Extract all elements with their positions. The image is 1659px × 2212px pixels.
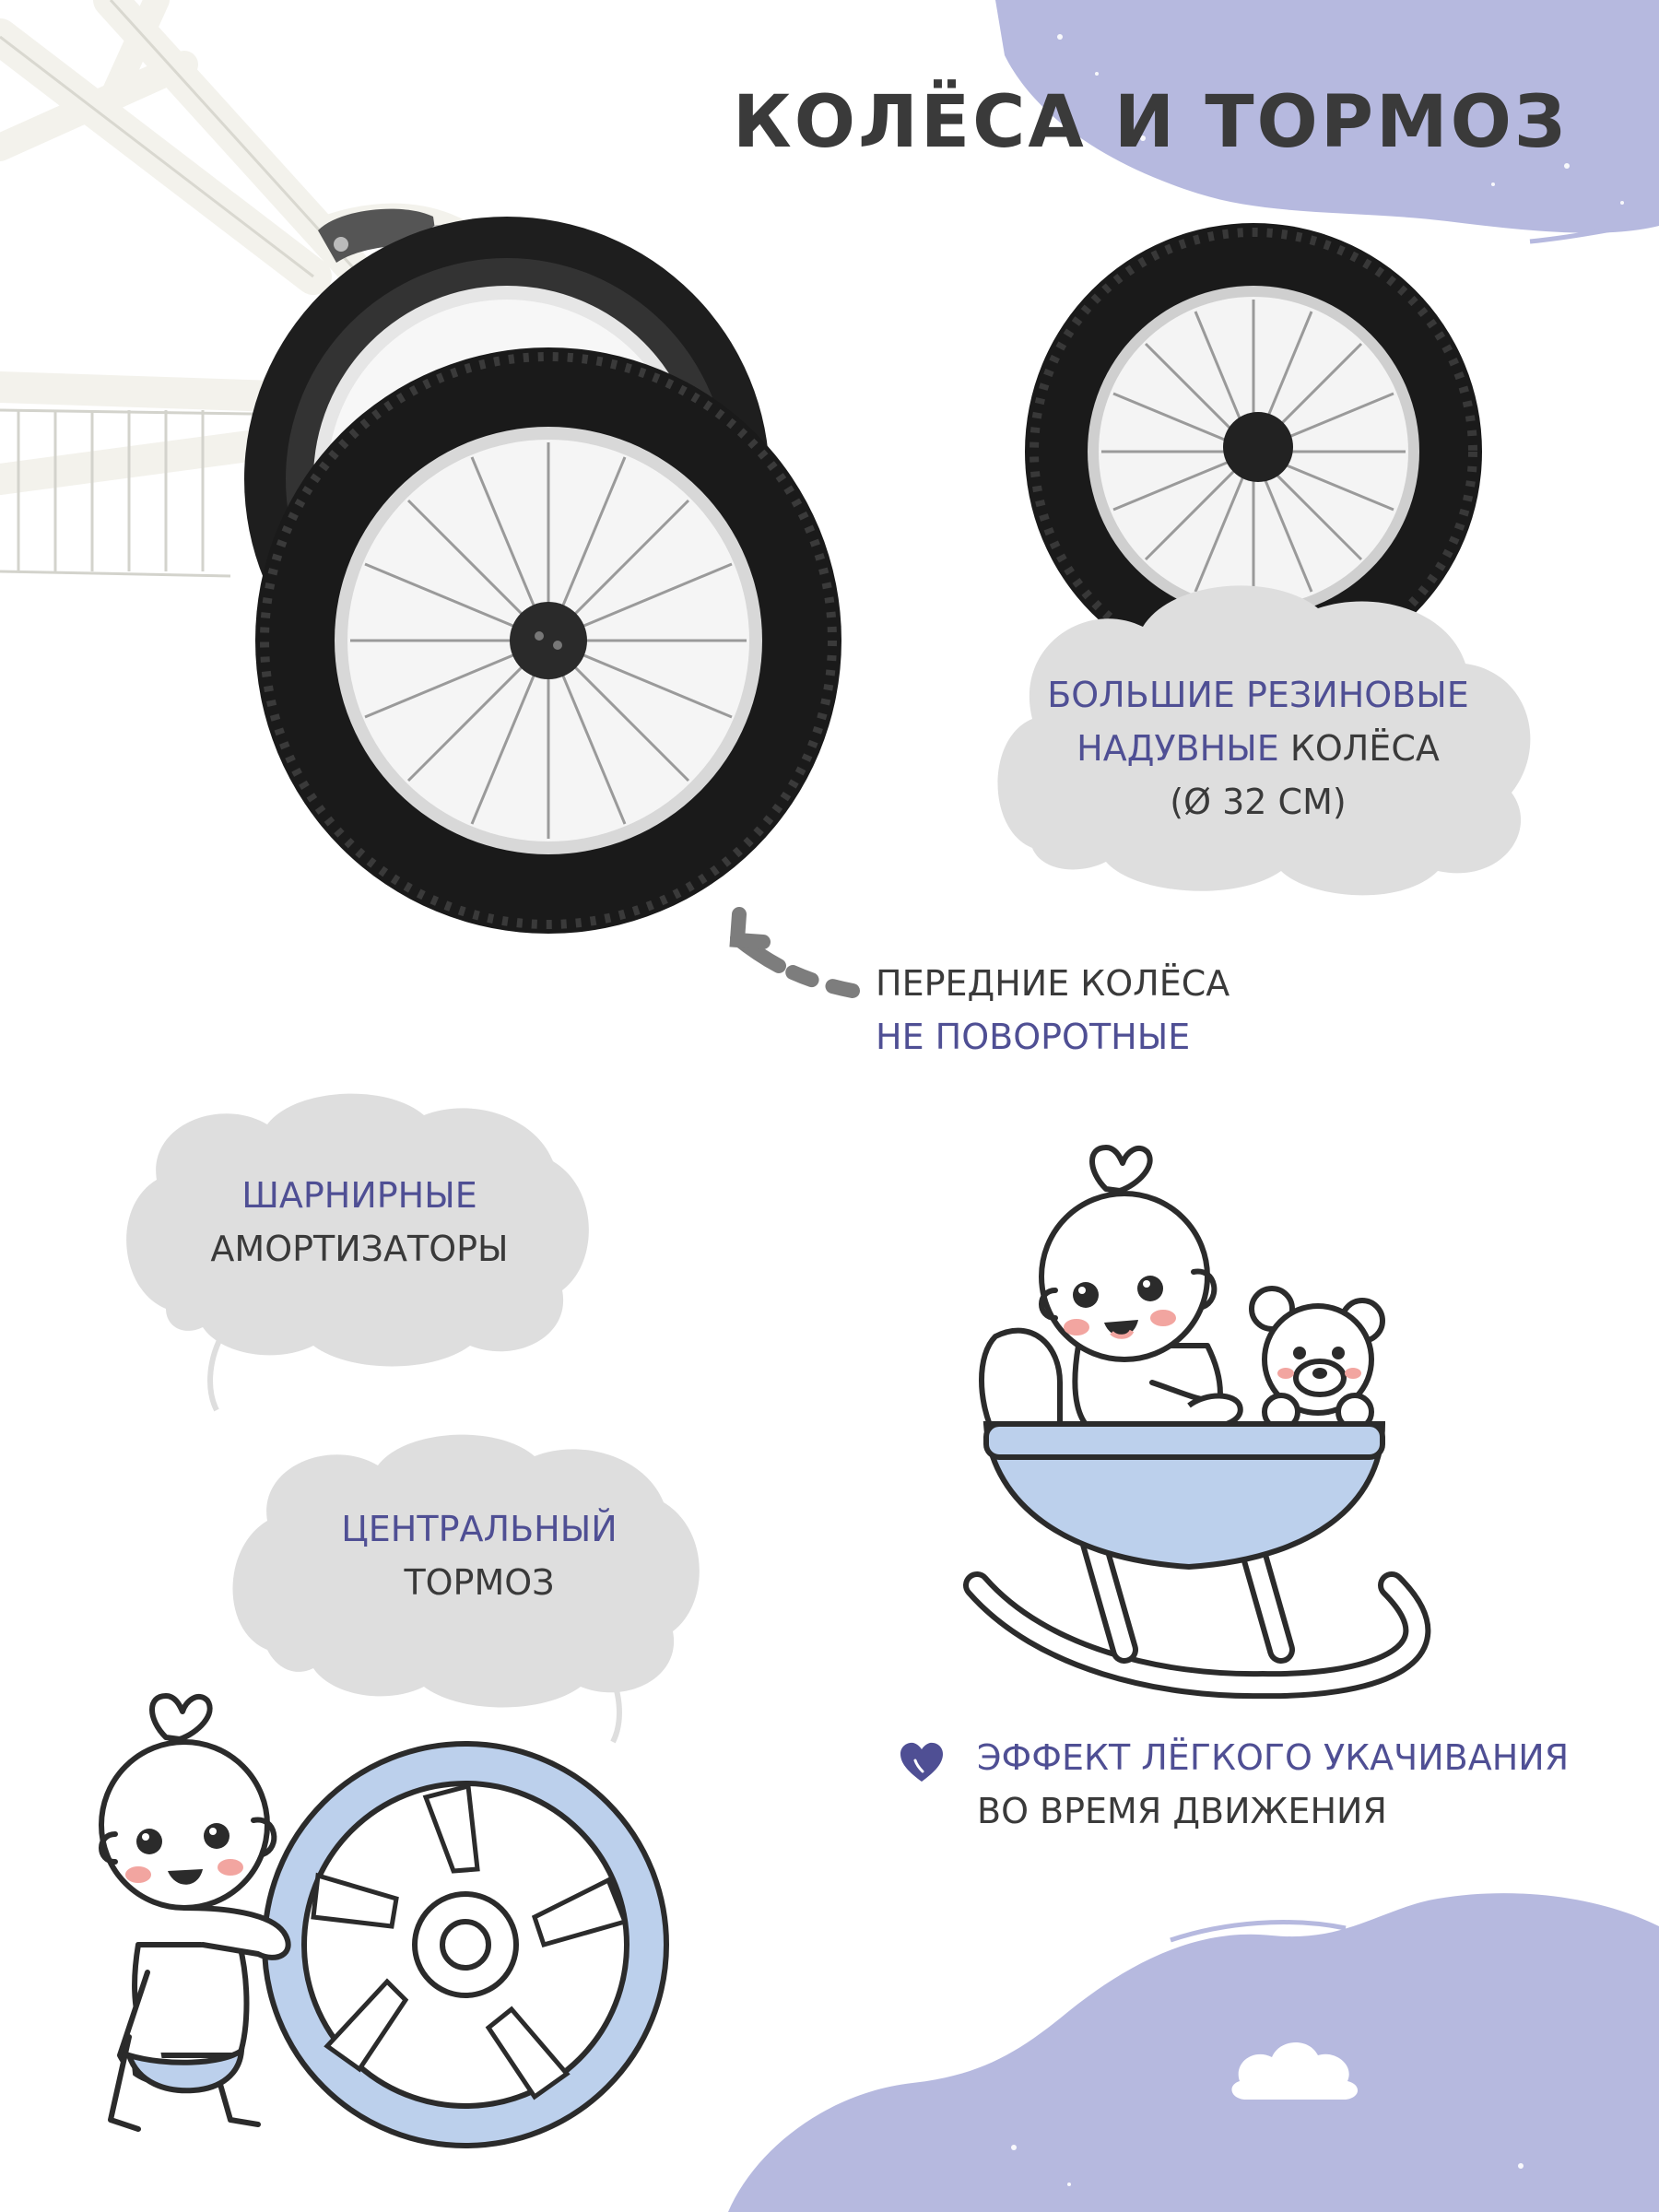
callout-brake: ЦЕНТРАЛЬНЫЙ ТОРМОЗ (249, 1502, 710, 1609)
heart-icon (900, 1742, 943, 1782)
wheels-line2-accent: НАДУВНЫЕ (1077, 728, 1279, 769)
rocking-line2: ВО ВРЕМЯ ДВИЖЕНИЯ (977, 1791, 1387, 1831)
wheels-line1: БОЛЬШИЕ РЕЗИНОВЫЕ (1047, 675, 1469, 715)
shock-line2: АМОРТИЗАТОРЫ (210, 1229, 509, 1269)
bubble-brake (232, 1434, 700, 1708)
front-line2: НЕ ПОВОРОТНЫЕ (876, 1017, 1191, 1057)
shock-line1: ШАРНИРНЫЕ (241, 1175, 477, 1216)
callout-wheels: БОЛЬШИЕ РЕЗИНОВЫЕ НАДУВНЫЕ КОЛЁСА (Ø 32 … (1000, 668, 1516, 829)
wheels-line2-rest: КОЛЁСА (1289, 728, 1440, 769)
page-title: КОЛЁСА И ТОРМОЗ (733, 81, 1569, 164)
front-line1: ПЕРЕДНИЕ КОЛЁСА (876, 963, 1230, 1004)
bottom-right-blob (728, 1893, 1659, 2212)
bubble-shock (126, 1093, 589, 1367)
top-right-blob (995, 0, 1659, 233)
cloud-icon (1231, 2041, 1359, 2100)
callout-shock-absorbers: ШАРНИРНЫЕ АМОРТИЗАТОРЫ (138, 1169, 581, 1276)
callout-front-wheels: ПЕРЕДНИЕ КОЛЁСА НЕ ПОВОРОТНЫЕ (876, 957, 1244, 1064)
dashed-arrow-icon (729, 907, 860, 998)
wheels-line3: (Ø 32 СМ) (1170, 782, 1347, 822)
callout-rocking: ЭФФЕКТ ЛЁГКОГО УКАЧИВАНИЯ ВО ВРЕМЯ ДВИЖЕ… (977, 1731, 1622, 1838)
brake-line2: ТОРМОЗ (404, 1562, 555, 1603)
bubble-wheels (997, 585, 1531, 896)
rocking-line1: ЭФФЕКТ ЛЁГКОГО УКАЧИВАНИЯ (977, 1737, 1570, 1778)
brake-line1: ЦЕНТРАЛЬНЫЙ (341, 1509, 618, 1549)
